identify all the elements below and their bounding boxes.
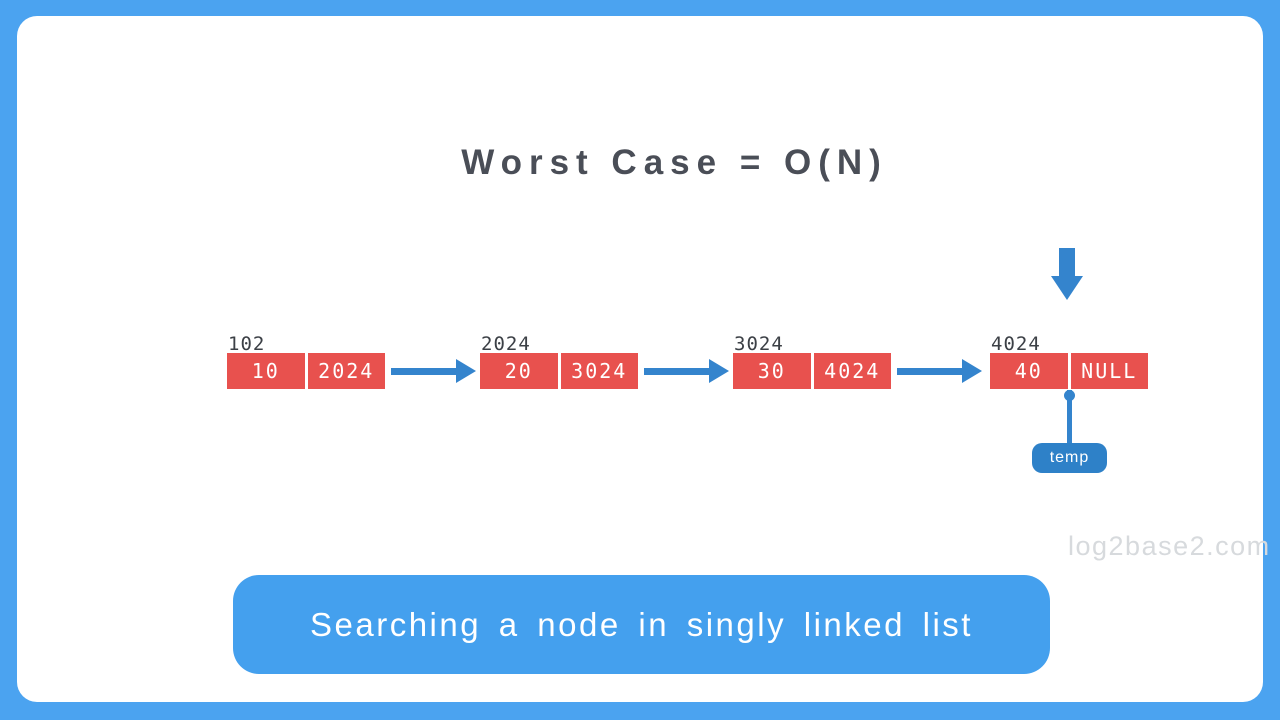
linked-list-node: 4024 40 NULL bbox=[990, 333, 1148, 389]
arrow-head bbox=[962, 359, 982, 383]
next-pointer-arrow-icon bbox=[897, 359, 982, 383]
temp-pointer-label: temp bbox=[1049, 449, 1090, 466]
arrow-stem bbox=[391, 367, 456, 375]
node-cells: 40 NULL bbox=[990, 353, 1148, 389]
temp-pointer-badge: temp bbox=[1032, 443, 1107, 473]
node-cells: 30 4024 bbox=[733, 353, 891, 389]
node-address-label: 102 bbox=[228, 333, 266, 355]
next-pointer-arrow-icon bbox=[391, 359, 476, 383]
next-pointer-arrow-icon bbox=[644, 359, 729, 383]
arrow-stem bbox=[897, 367, 962, 375]
node-cells: 10 2024 bbox=[227, 353, 385, 389]
node-cells: 20 3024 bbox=[480, 353, 638, 389]
title-text: Worst Case = O(N) bbox=[461, 143, 888, 182]
caption-text: Searching a node in singly linked list bbox=[310, 605, 973, 643]
temp-pointer-dot bbox=[1064, 390, 1075, 401]
node-next-pointer-cell: NULL bbox=[1070, 353, 1148, 389]
temp-pointer-line bbox=[1067, 390, 1072, 444]
caption-banner: Searching a node in singly linked list bbox=[233, 575, 1050, 674]
arrow-stem bbox=[644, 367, 709, 375]
linked-list-node: 3024 30 4024 bbox=[733, 333, 891, 389]
arrow-head bbox=[456, 359, 476, 383]
node-data-cell: 10 bbox=[227, 353, 305, 389]
node-data-cell: 20 bbox=[480, 353, 558, 389]
arrow-head bbox=[709, 359, 729, 383]
content-card: Worst Case = O(N) 102 10 2024 2024 20 30… bbox=[17, 16, 1269, 702]
node-address-label: 2024 bbox=[481, 333, 531, 355]
node-address-label: 3024 bbox=[734, 333, 784, 355]
watermark-text: log2base2.com bbox=[1068, 531, 1271, 561]
linked-list-node: 2024 20 3024 bbox=[480, 333, 638, 389]
current-node-arrow-icon bbox=[1051, 248, 1083, 300]
node-address-label: 4024 bbox=[991, 333, 1041, 355]
linked-list-node: 102 10 2024 bbox=[227, 333, 385, 389]
node-data-cell: 30 bbox=[733, 353, 811, 389]
node-next-pointer-cell: 4024 bbox=[813, 353, 891, 389]
node-next-pointer-cell: 3024 bbox=[560, 353, 638, 389]
node-next-pointer-cell: 2024 bbox=[307, 353, 385, 389]
node-data-cell: 40 bbox=[990, 353, 1068, 389]
